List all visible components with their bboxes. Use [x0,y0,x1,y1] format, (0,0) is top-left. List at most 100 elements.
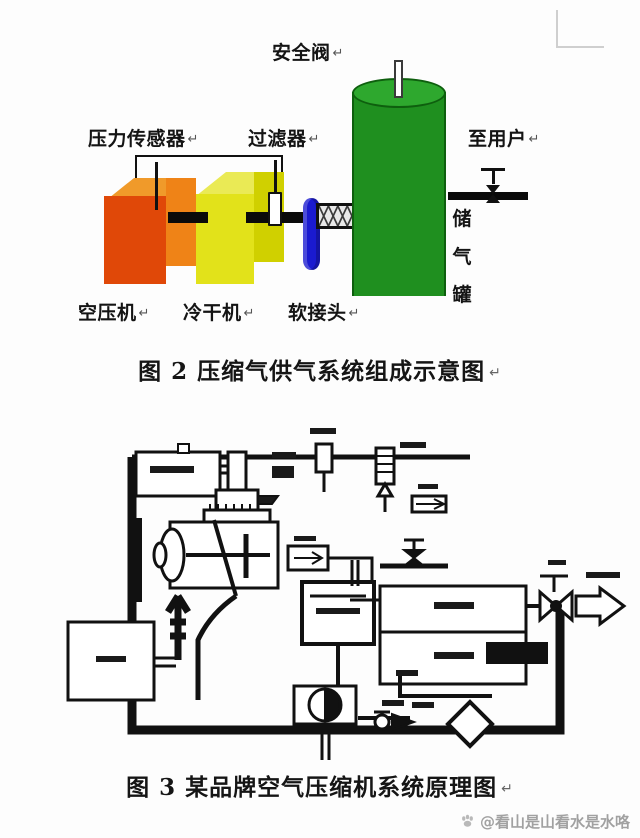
label-air-tank-char-3: 罐 [452,284,472,306]
paw-print-icon [462,814,473,827]
pilcrow-mark: ↵ [332,46,344,61]
braided-mesh-icon [319,206,355,226]
label-flexible-joint: 软接头↵ [288,298,360,325]
compressed-air-outlet-arrow [574,585,627,627]
filter-sensor-body [268,192,282,226]
pilcrow-mark: ↵ [308,132,320,147]
flexible-joint-mesh [316,203,358,229]
airend-oil-hose-a [212,519,238,597]
pilcrow-mark: ↵ [187,132,199,147]
drain-valve-label [412,702,434,708]
label-filter-text: 过滤器 [248,128,307,150]
motor-coupling [154,656,176,668]
solenoid-label [310,428,336,434]
valve-body-icon [486,185,500,203]
label-air-tank-char-1: 储 [452,208,472,230]
watermark: @看山是山看水是水咯 [460,811,630,832]
figure-2-caption: 图 2 压缩气供气系统组成示意图↵ [0,352,640,386]
pilcrow-mark: ↵ [348,306,360,321]
watermark-handle: @看山是山看水是水咯 [479,813,630,831]
safety-valve-body [374,446,396,486]
drain-valve-circle [373,713,391,731]
blue-drain-valve [303,198,320,270]
solenoid-valve [314,442,334,474]
label-air-compressor: 空压机↵ [78,298,150,325]
thermostatic-valve-label [294,536,316,541]
label-pressure-sensor-text: 压力传感器 [88,128,186,150]
controller-terminal [177,443,190,454]
pressure-sensor-stem-filter [274,160,277,194]
outlet-valve-label [548,560,566,565]
label-refrigerated-dryer-text: 冷干机 [183,302,242,324]
leader-line-horizontal [135,155,283,157]
valve-stem [492,168,495,184]
cooler-base-block [486,642,548,664]
label-to-user-text: 至用户 [468,128,527,150]
safety-valve-label [400,442,426,448]
air-storage-tank [352,60,446,296]
intake-fins [209,504,259,510]
label-safety-valve-text: 安全阀 [272,42,331,64]
outlet-label [586,572,620,578]
label-to-user: 至用户↵ [468,124,540,151]
label-refrigerated-dryer: 冷干机↵ [183,298,255,325]
label-flexible-joint-text: 软接头 [288,302,347,324]
outlet-valve-hub [550,600,562,612]
oil-filter-diamond [445,699,495,749]
min-pressure-arrow [416,498,447,510]
controller-box [134,450,222,498]
outlet-valve [478,168,508,212]
label-air-tank: 储 气 罐 [450,200,474,314]
outlet-valve-cone-right [553,588,574,624]
refrigerated-dryer-box [196,172,284,284]
compressor-front-face [104,196,166,284]
label-air-tank-char-2: 气 [452,246,472,268]
label-filter: 过滤器↵ [248,124,320,151]
pilcrow-mark: ↵ [528,132,540,147]
cooler-inlet-pipe [350,560,380,602]
pressure-sensor-stem-compressor [155,162,158,210]
aftercooler-label [434,602,474,609]
oil-cooler-label [434,652,474,659]
outlet-valve-cone-left [538,588,559,624]
pilcrow-mark: ↵ [243,306,255,321]
label-air-compressor-text: 空压机 [78,302,137,324]
thermostatic-valve-arrow [294,551,324,565]
rightvalve-top-cone [401,549,427,560]
pilcrow-mark: ↵ [138,306,150,321]
oil-return-hose [195,593,238,700]
pressure-switch-body [272,466,294,478]
drain-valve-handle [374,710,390,716]
safety-valve-stem [394,60,403,98]
fan-shaft [320,724,331,760]
oil-filter-feed-line [398,670,492,698]
dryer-front-face [196,194,254,284]
figure-3-caption-text: 图 3 某品牌空气压缩机系统原理图 [126,774,498,801]
pilcrow-mark: ↵ [501,781,514,797]
figure-3-caption: 图 3 某品牌空气压缩机系统原理图↵ [0,768,640,802]
figure-2-caption-text: 图 2 压缩气供气系统组成示意图 [138,358,486,385]
tank-body [352,92,446,296]
pipe-compressor-to-dryer [168,212,208,223]
figure-3-schematic [66,428,627,760]
drive-belt-guard [128,518,142,602]
figure-2-diagram: 安全阀↵ 压力传感器↵ 过滤器↵ 至用户↵ 空压机↵ 冷干机↵ 软接头↵ 储 气… [0,0,640,395]
cooling-fan-blade [324,688,341,722]
pipe-tank-to-user [448,192,528,200]
min-pressure-label [418,484,438,489]
air-compressor-box [104,178,196,284]
page-corner-mark [556,10,604,48]
airend-shaft-boss [152,541,168,569]
drain-valve-arrow [391,712,417,732]
safety-valve-fins [376,455,394,473]
pressure-switch-label [272,452,296,458]
pilcrow-mark: ↵ [489,365,502,381]
motor-label-bar [96,656,126,662]
fan-label [382,700,404,706]
figure-3-diagram [0,400,640,770]
cooler-drain-label [396,670,418,676]
air-intake-valve [226,450,248,496]
label-pressure-sensor: 压力传感器↵ [88,124,199,151]
air-intake-arrow [165,594,191,660]
